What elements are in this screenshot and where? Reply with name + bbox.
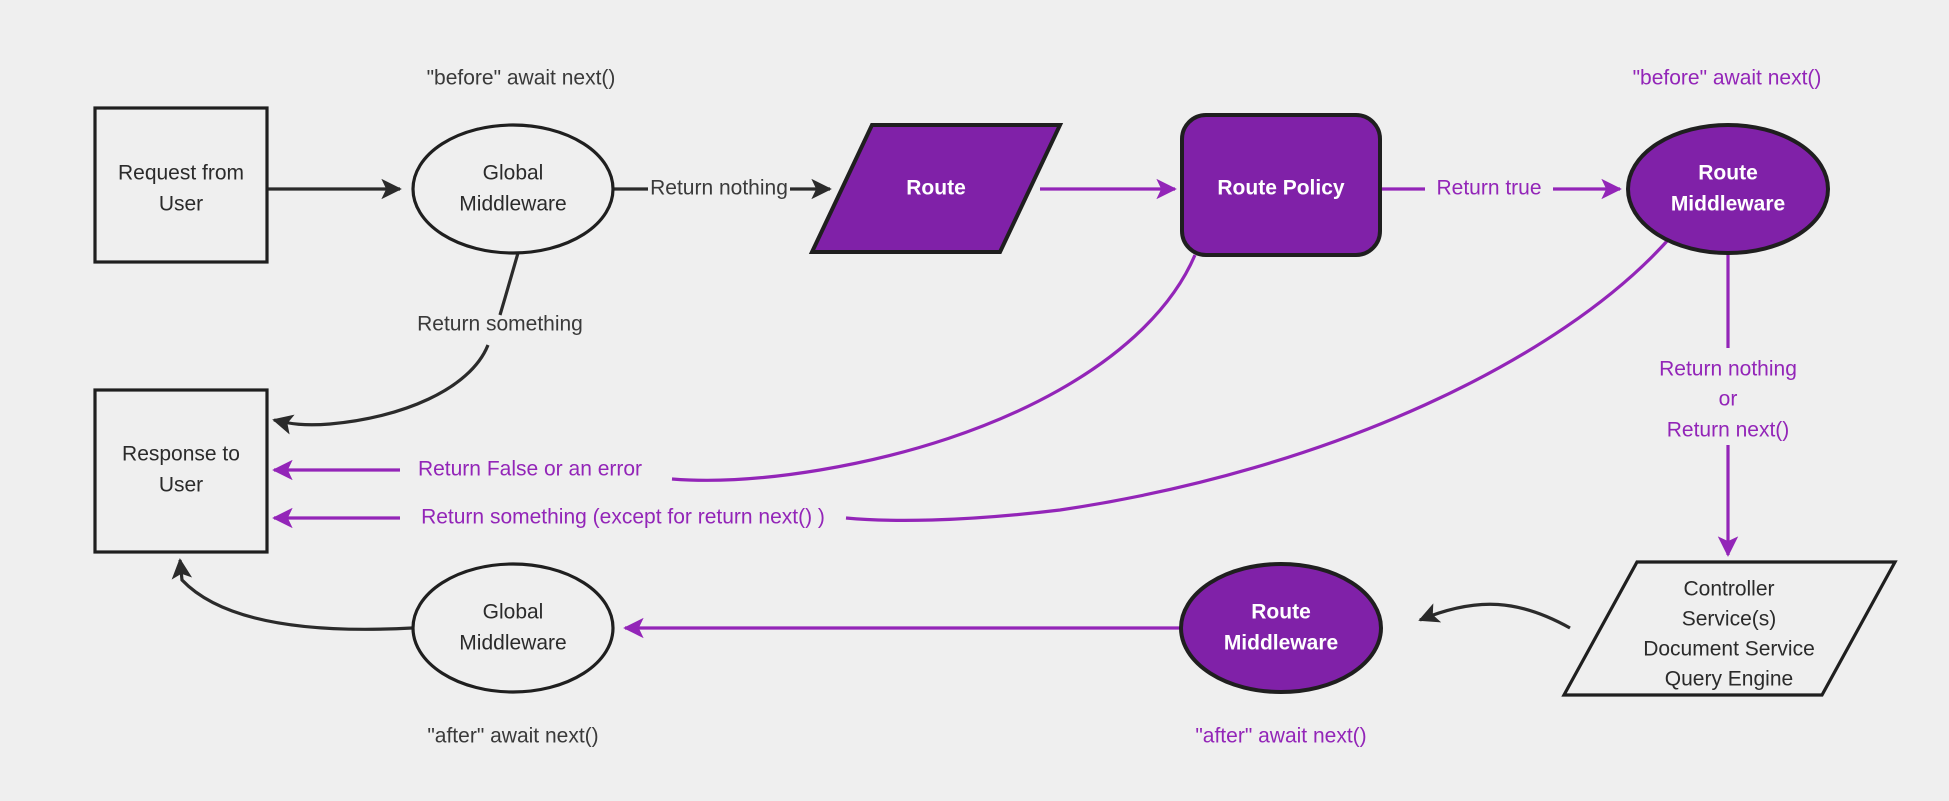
controller-line3: Document Service <box>1643 638 1815 661</box>
route-shape <box>808 123 1064 254</box>
route-policy-shape <box>1180 113 1382 257</box>
response-label-line1: Response to <box>122 443 240 466</box>
edge-label-return-something: Return something <box>417 313 583 336</box>
node-global-middleware-bottom[interactable]: Global Middleware <box>411 562 615 694</box>
edge-route-middleware-to-label-except-next <box>845 238 1670 522</box>
annotation-before-await-next-route: "before" await next() <box>1633 67 1822 90</box>
route-label: Route <box>906 177 966 200</box>
edge-global-middleware-to-response <box>272 344 490 435</box>
node-route[interactable]: Route <box>808 123 1064 254</box>
edge-label-return-nothing: Return nothing <box>650 177 788 200</box>
global-middleware-bottom-line1: Global <box>483 601 544 624</box>
route-policy-label: Route Policy <box>1217 177 1345 200</box>
request-box-shape <box>93 106 269 264</box>
edge-label-return-next-vertical: Return next() <box>1667 419 1790 442</box>
edge-label-return-true: Return true <box>1436 177 1541 200</box>
edge-label-return-nothing-vertical: Return nothing <box>1659 358 1797 381</box>
global-middleware-bottom-line2: Middleware <box>459 632 566 655</box>
route-middleware-top-line2: Middleware <box>1671 193 1785 216</box>
request-label-line1: Request from <box>118 162 244 185</box>
node-request-from-user[interactable]: Request from User <box>93 106 269 264</box>
annotation-after-await-next-global: "after" await next() <box>427 725 598 748</box>
edge-route-policy-to-label-false-error <box>671 254 1197 482</box>
controller-line1: Controller <box>1683 578 1774 601</box>
global-middleware-bottom-shape <box>411 562 615 694</box>
route-middleware-bottom-line1: Route <box>1251 601 1311 624</box>
edge-global-middleware-return-something-upper <box>498 252 520 316</box>
annotation-after-await-next-route: "after" await next() <box>1195 725 1366 748</box>
annotation-before-await-next-global: "before" await next() <box>427 67 616 90</box>
global-middleware-top-line2: Middleware <box>459 193 566 216</box>
global-middleware-top-line1: Global <box>483 162 544 185</box>
route-middleware-top-shape <box>1626 123 1830 255</box>
edge-controller-to-route-middleware-bottom <box>1418 602 1571 630</box>
node-route-middleware-bottom[interactable]: Route Middleware <box>1179 562 1383 694</box>
request-label-line2: User <box>159 193 203 216</box>
response-box-shape <box>93 388 269 554</box>
edge-label-return-something-except-next: Return something (except for return next… <box>421 506 825 529</box>
global-middleware-top-shape <box>411 123 615 255</box>
edge-global-middleware-bottom-to-response <box>171 558 413 631</box>
route-middleware-bottom-shape <box>1179 562 1383 694</box>
edge-label-or-vertical: or <box>1719 388 1738 411</box>
node-route-policy[interactable]: Route Policy <box>1180 113 1382 257</box>
node-response-to-user[interactable]: Response to User <box>93 388 269 554</box>
controller-shape <box>1561 560 1898 697</box>
node-controller-services[interactable]: Controller Service(s) Document Service Q… <box>1561 560 1898 697</box>
controller-line2: Service(s) <box>1682 608 1777 631</box>
route-middleware-top-line1: Route <box>1698 162 1758 185</box>
edge-label-return-false-or-error: Return False or an error <box>418 458 642 481</box>
node-route-middleware-top[interactable]: Route Middleware <box>1626 123 1830 255</box>
route-middleware-bottom-line2: Middleware <box>1224 632 1338 655</box>
node-global-middleware-top[interactable]: Global Middleware <box>411 123 615 255</box>
response-label-line2: User <box>159 474 203 497</box>
controller-line4: Query Engine <box>1665 668 1793 691</box>
